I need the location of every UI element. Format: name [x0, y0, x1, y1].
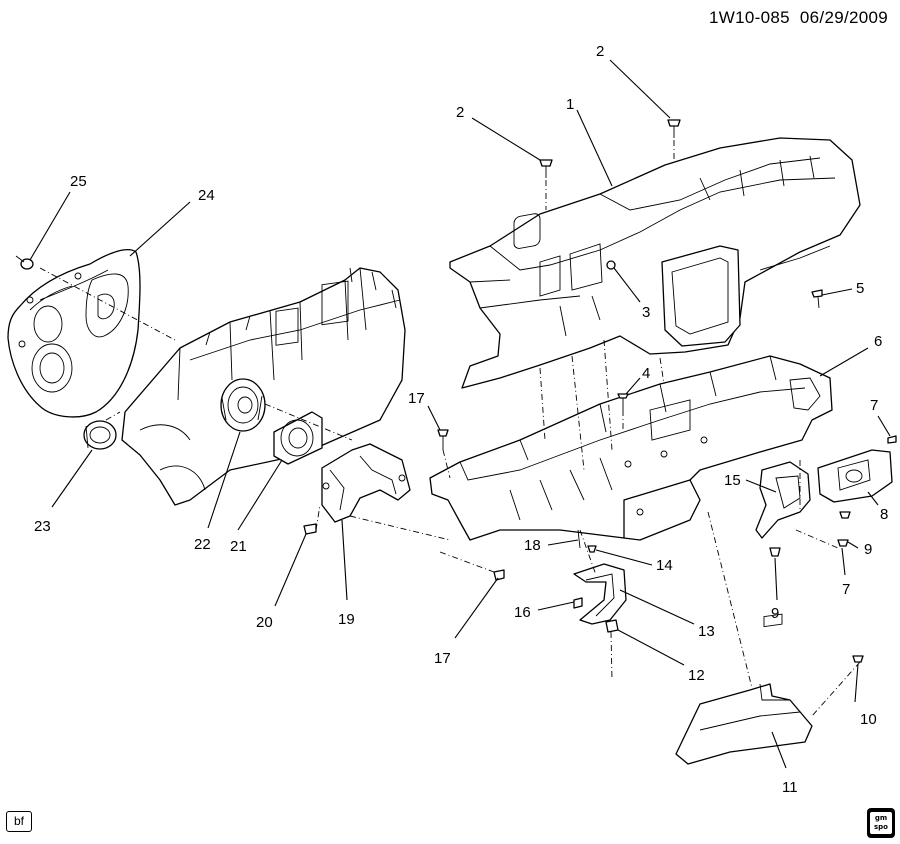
- callout-9-right: 9: [864, 541, 872, 558]
- gm-spo-logo: gm spo: [867, 808, 895, 838]
- part-13-bracket: [573, 563, 627, 625]
- bf-badge: bf: [6, 811, 32, 832]
- part-22-speaker: [220, 378, 266, 432]
- callout-5: 5: [856, 280, 864, 297]
- leader-lines: [29, 59, 891, 769]
- diagram-header: 1W10-085 06/29/2009: [709, 8, 888, 28]
- callout-17-top: 17: [408, 390, 425, 407]
- callout-3: 3: [642, 304, 650, 321]
- part-21-speaker: [273, 411, 323, 465]
- diagram-code: 1W10-085: [709, 8, 790, 27]
- callout-24: 24: [198, 187, 215, 204]
- callout-7-top: 7: [870, 397, 878, 414]
- part-23-grommet: [83, 420, 117, 450]
- logo-line-1: gm: [874, 814, 888, 822]
- callout-9-left: 9: [771, 605, 779, 622]
- callout-22: 22: [194, 536, 211, 553]
- callout-25: 25: [70, 173, 87, 190]
- callout-17-bottom: 17: [434, 650, 451, 667]
- callout-18: 18: [524, 537, 541, 554]
- fasteners: [303, 119, 897, 663]
- callout-2-left: 2: [456, 104, 464, 121]
- part-1-instrument-panel: [449, 137, 861, 389]
- callout-12: 12: [688, 667, 705, 684]
- part-6-cross-beam: [429, 355, 833, 541]
- part-24-insulator: [7, 249, 141, 418]
- part-8-bracket: [817, 449, 893, 503]
- callout-1: 1: [566, 96, 574, 113]
- callout-23: 23: [34, 518, 51, 535]
- callout-16: 16: [514, 604, 531, 621]
- callout-7-bottom: 7: [842, 581, 850, 598]
- callout-4: 4: [642, 365, 650, 382]
- callout-14: 14: [656, 557, 673, 574]
- callout-11: 11: [782, 779, 798, 796]
- part-15-bracket: [755, 461, 811, 539]
- callout-6: 6: [874, 333, 882, 350]
- callout-21: 21: [230, 538, 247, 555]
- alignment-lines: [39, 140, 861, 717]
- callout-15: 15: [724, 472, 741, 489]
- part-19-bracket: [321, 443, 411, 523]
- callout-10: 10: [860, 711, 877, 728]
- part-11-bolster: [675, 613, 813, 765]
- diagram-date: 06/29/2009: [799, 8, 888, 27]
- callout-19: 19: [338, 611, 355, 628]
- callouts: 1 2 2 3 4 5 6 7 7 8 9 9 10 11 12 13 14 1…: [34, 43, 888, 796]
- logo-line-2: spo: [874, 823, 888, 831]
- cowl-structure: [121, 267, 406, 506]
- callout-2-right: 2: [596, 43, 604, 60]
- callout-20: 20: [256, 614, 273, 631]
- part-25-clip: [15, 255, 34, 270]
- callout-8: 8: [880, 506, 888, 523]
- callout-13: 13: [698, 623, 715, 640]
